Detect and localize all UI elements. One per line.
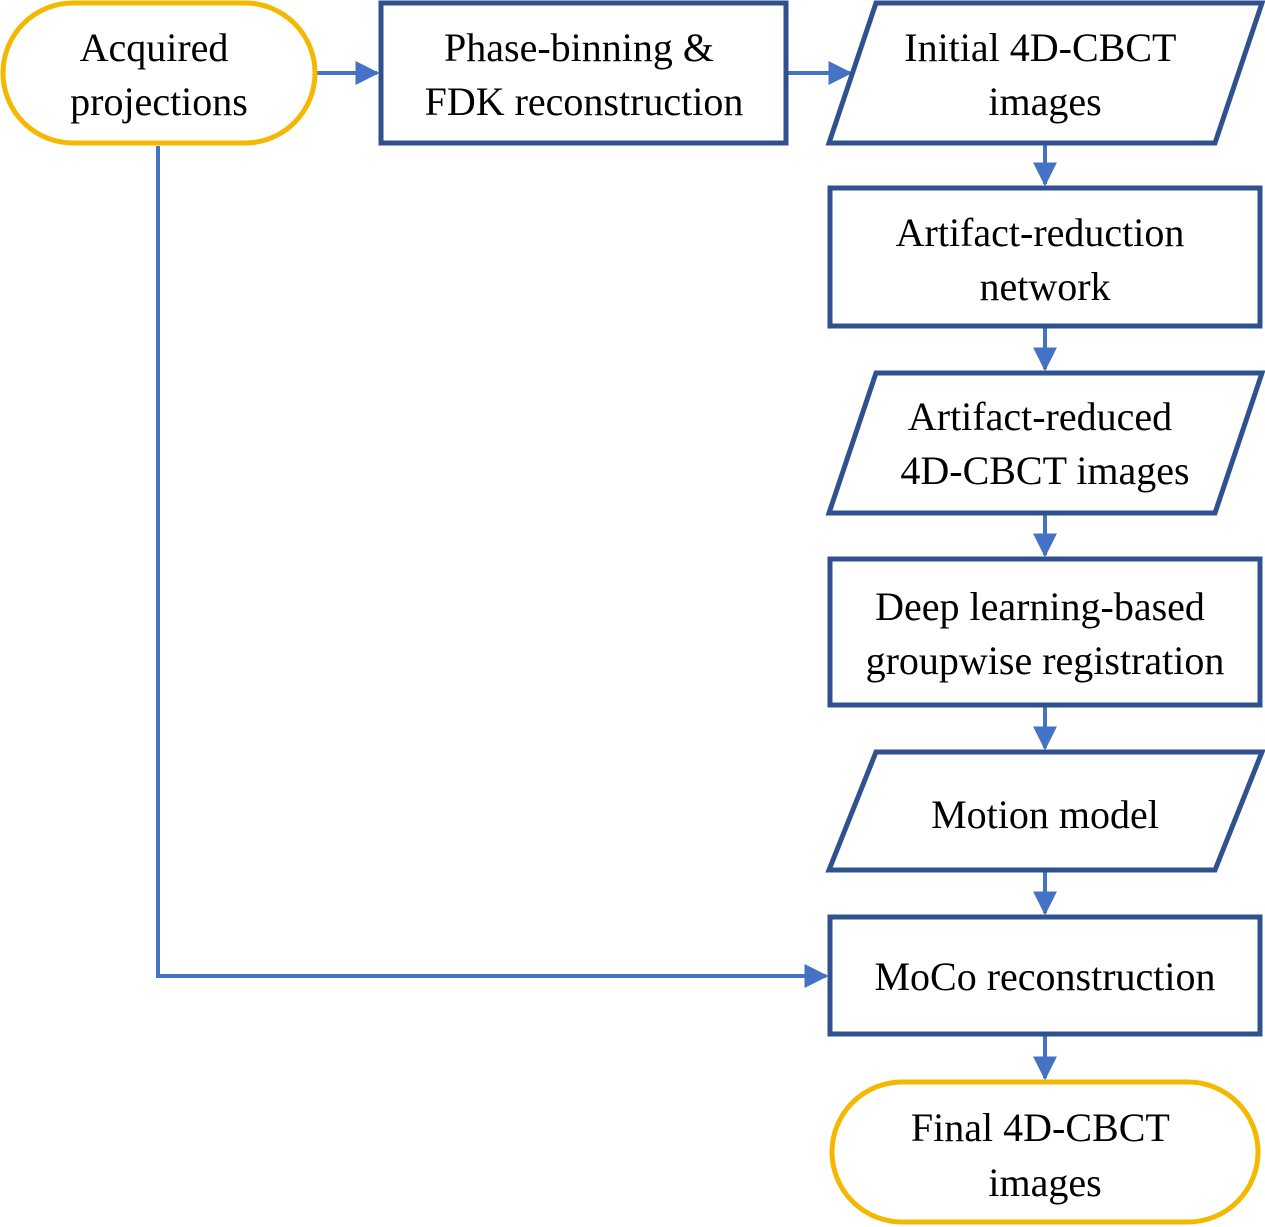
svg-text:Initial 4D-CBCT images: Initial 4D-CBCT images [904,25,1185,124]
node-label-line1: MoCo reconstruction [874,954,1215,999]
data-shape [825,370,1265,516]
svg-text:Deep learning-based grou: Deep learning-based groupwise registrati… [866,584,1225,683]
data-shape [825,749,1265,873]
svg-text:Phase-binning & FDK reco: Phase-binning & FDK reconstruction [425,25,744,124]
node-label-line2: 4D-CBCT images [900,448,1189,493]
node-motion-model: Motion model [825,749,1265,873]
svg-text:Artifact-reduced 4D-CBCT: Artifact-reduced 4D-CBCT images [900,394,1189,493]
node-phase-binning: Phase-binning & FDK reconstruction [378,0,789,146]
connectors [156,61,1057,1081]
node-label-line2: images [988,1160,1101,1205]
node-artifact-reduced-images: Artifact-reduced 4D-CBCT images [825,370,1265,516]
svg-text:MoCo reconstruction: MoCo reconstruction [874,954,1215,999]
svg-text:Motion model: Motion model [931,792,1159,837]
data-shape [825,0,1265,146]
process-shape [378,0,789,146]
node-label-line2: network [979,264,1110,309]
node-label-line1: Artifact-reduction [896,210,1185,255]
node-label-line1: Final 4D-CBCT [911,1105,1169,1150]
node-label-line1: Phase-binning & [444,25,714,70]
svg-text:Acquired projections: Acquired projections [70,25,248,124]
svg-text:Final 4D-CBCT images: Final 4D-CBCT images [911,1105,1179,1205]
terminal-shape [829,1079,1261,1225]
node-label-line2: groupwise registration [866,638,1225,683]
node-moco-reconstruction: MoCo reconstruction [827,914,1263,1037]
node-artifact-reduction-network: Artifact-reduction network [827,185,1263,329]
node-groupwise-registration: Deep learning-based groupwise registrati… [827,556,1263,708]
terminal-shape [0,0,318,146]
process-shape [827,914,1263,1037]
node-label-line1: Motion model [931,792,1159,837]
node-label-line1: Deep learning-based [875,584,1205,629]
node-label-line1: Acquired [80,25,229,70]
node-label-line1: Artifact-reduced [908,394,1172,439]
process-shape [827,556,1263,708]
arrow-acquired-to-moco [156,146,829,988]
node-final-images: Final 4D-CBCT images [829,1079,1261,1225]
svg-text:Artifact-reduction netwo: Artifact-reduction network [896,210,1195,309]
node-label-line2: FDK reconstruction [425,79,744,124]
process-shape [827,185,1263,329]
node-label-line2: projections [70,79,248,124]
node-initial-images: Initial 4D-CBCT images [825,0,1265,146]
node-acquired-projections: Acquired projections [0,0,318,146]
node-label-line2: images [988,79,1101,124]
node-label-line1: Initial 4D-CBCT [904,25,1176,70]
